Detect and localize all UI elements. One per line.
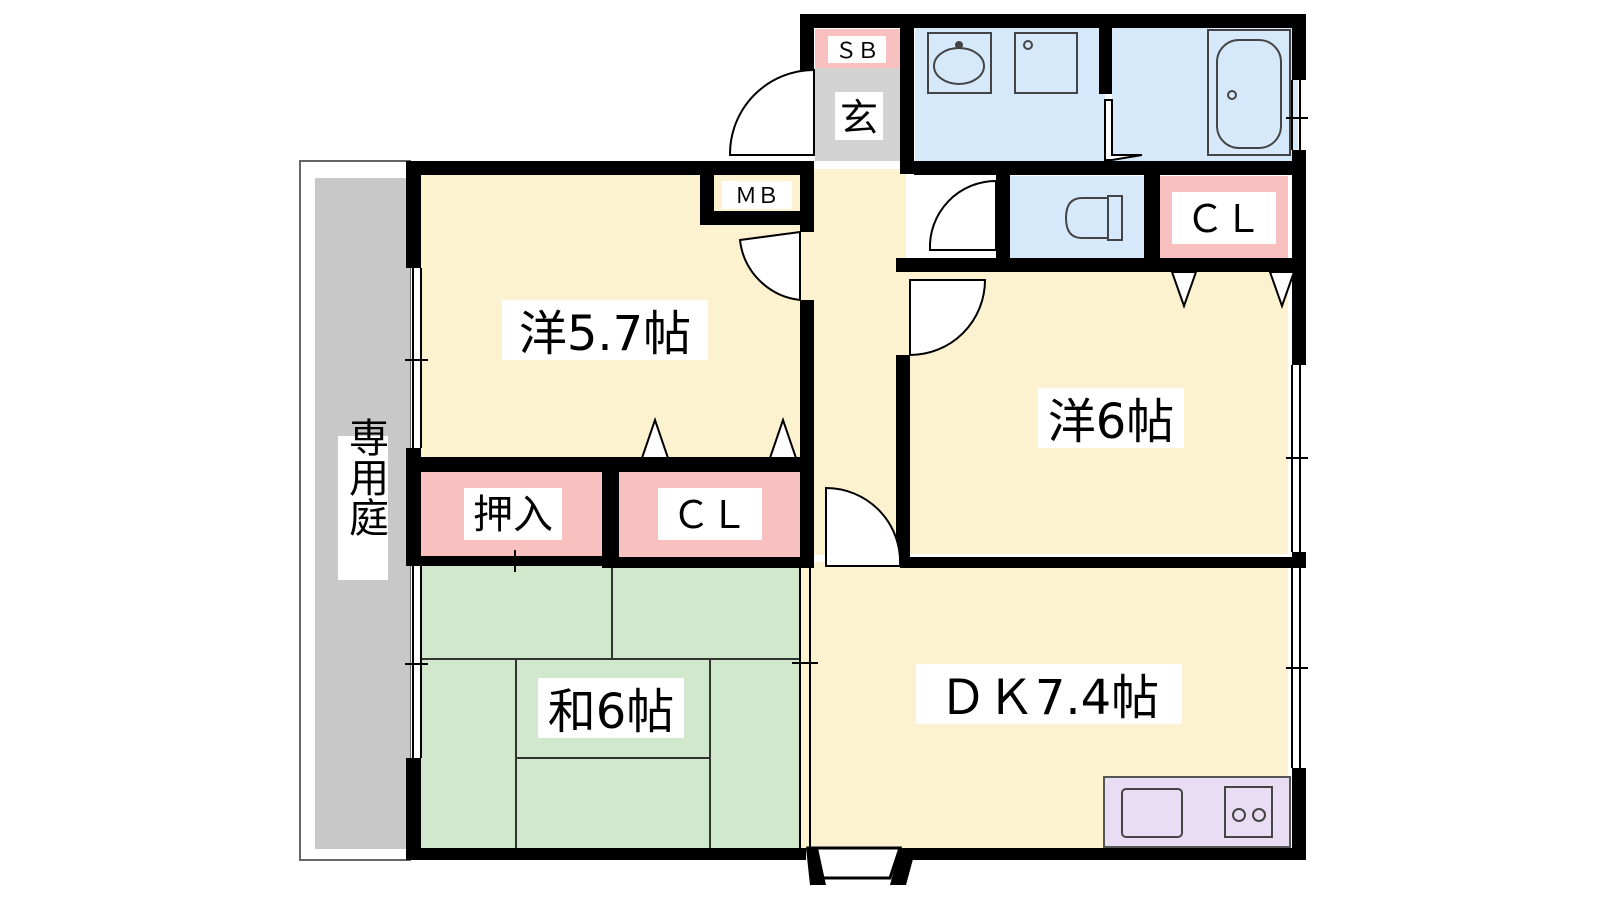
- toilet: [1010, 176, 1144, 258]
- sink-icon: [1121, 788, 1183, 838]
- label-western-a-text: 洋5.7帖: [519, 306, 691, 362]
- label-shoe-box: ＳＢ: [828, 36, 886, 64]
- label-closet-top: ＣＬ: [1172, 192, 1276, 244]
- label-entrance-text: 玄: [840, 96, 878, 140]
- label-meter-box: ＭＢ: [722, 181, 792, 209]
- label-japanese: 和6帖: [538, 678, 684, 740]
- washing-machine-icon: [1014, 32, 1078, 94]
- stove-icon: [1224, 786, 1273, 838]
- label-japanese-text: 和6帖: [548, 684, 675, 740]
- oshiire-sliding-door: [421, 458, 800, 572]
- garden-label-text: 専用庭: [342, 417, 388, 537]
- doors: [728, 68, 997, 567]
- label-oshiire: 押入: [464, 488, 562, 540]
- dk-door: [825, 486, 902, 567]
- garden-label: 専用庭: [338, 417, 388, 580]
- label-western-a: 洋5.7帖: [502, 300, 708, 362]
- window-lines: [405, 80, 1308, 848]
- label-closet-mid: ＣＬ: [658, 488, 762, 540]
- label-entrance: 玄: [835, 92, 883, 140]
- toilet-door: [928, 179, 997, 251]
- label-meter-box-text: ＭＢ: [735, 184, 779, 209]
- tatami-lines: [421, 566, 800, 848]
- western-b-door: [909, 279, 987, 357]
- washroom-sliding-door: [915, 99, 1143, 169]
- entrance-door: [728, 68, 815, 156]
- label-western-b: 洋6帖: [1038, 388, 1184, 450]
- washbasin-icon: [927, 32, 992, 94]
- label-shoe-box-text: ＳＢ: [835, 39, 879, 64]
- label-dining-kitchen: ＤＫ7.4帖: [916, 664, 1182, 726]
- western-a-door: [738, 230, 801, 302]
- label-western-b-text: 洋6帖: [1048, 394, 1175, 450]
- label-oshiire-text: 押入: [473, 492, 553, 538]
- label-closet-mid-text: ＣＬ: [672, 493, 748, 537]
- walls: [406, 14, 1306, 885]
- bathtub-icon: [1207, 29, 1291, 156]
- label-closet-top-text: ＣＬ: [1186, 197, 1262, 241]
- label-dining-kitchen-text: ＤＫ7.4帖: [939, 670, 1159, 726]
- room-hallway: [800, 169, 906, 555]
- toilet-icon: [1064, 195, 1123, 241]
- bathroom: [1112, 24, 1298, 162]
